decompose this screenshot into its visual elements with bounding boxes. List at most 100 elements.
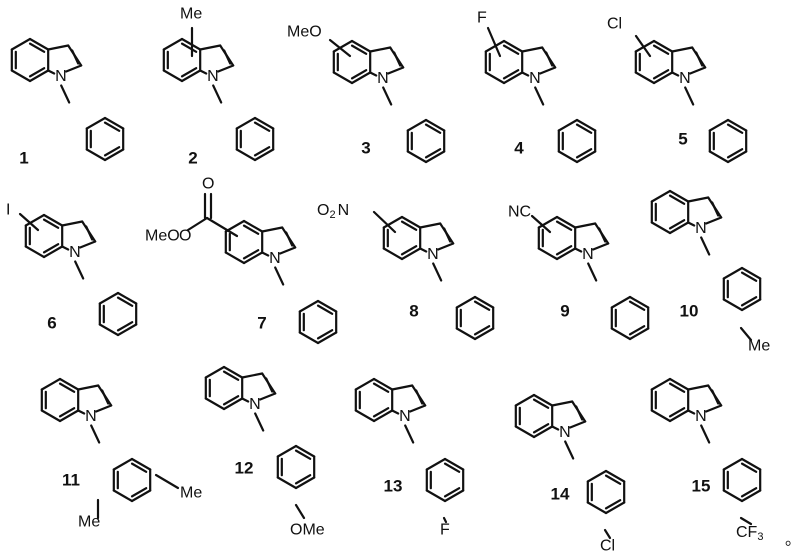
compound-number: 9: [560, 302, 569, 321]
benzene-bond: [40, 409, 62, 423]
pyrrole-bond: [592, 242, 610, 251]
nitrogen-label: N: [85, 408, 97, 425]
compound-14: N Cl 14: [514, 393, 626, 552]
benzene-double-bond: [28, 42, 46, 53]
phenyl-bond: [557, 118, 579, 132]
phenyl-bond: [112, 489, 134, 503]
indole-core: N: [650, 377, 723, 444]
benzene-double-bond: [222, 370, 240, 381]
phenyl-bond: [740, 298, 762, 312]
ester-o-bond: [186, 216, 209, 232]
chloro-bond: [634, 34, 652, 58]
benzene-bond: [242, 251, 264, 265]
nitrogen-label: N: [399, 408, 411, 425]
phenyl-double-bond: [130, 462, 148, 473]
pyrrole-double-bond: [598, 227, 607, 243]
trailing-mark: 。: [785, 532, 800, 549]
compound-number: 11: [62, 471, 80, 490]
phenyl-bond: [98, 323, 120, 337]
n-aryl-ring: [425, 457, 465, 503]
indole-core: N: [204, 365, 277, 432]
n-aryl-bond: [74, 260, 85, 280]
pyrrole-double-bond: [695, 51, 704, 67]
n-aryl-bond: [254, 412, 265, 432]
compound-7: N O O MeO 7: [145, 176, 338, 345]
substituent-label: Cl: [607, 16, 622, 33]
benzene-double-bond: [58, 407, 76, 418]
phenyl-double-bond: [740, 271, 758, 282]
compound-3: N MeO 3: [287, 24, 446, 164]
phenyl-bond: [316, 331, 338, 345]
phenyl-bond: [604, 469, 626, 483]
pyrrole-double-bond: [101, 389, 110, 405]
phenyl-bond: [116, 323, 138, 337]
n-aryl-bond: [274, 266, 285, 286]
benzene-bond: [222, 365, 244, 379]
benzene-bond: [28, 69, 50, 83]
phenyl-bond: [740, 489, 762, 503]
benzene-double-bond: [350, 44, 368, 55]
phenyl-double-bond: [103, 121, 121, 132]
compound-number: 1: [19, 149, 28, 168]
pyrrole-double-bond: [85, 225, 94, 241]
compound-number: 2: [188, 149, 197, 168]
methyl-bond: [739, 326, 753, 342]
pyrrole-bond: [539, 66, 557, 75]
ester-bond: [205, 216, 239, 238]
indole-core: N: [634, 39, 707, 106]
phenyl-bond: [610, 295, 632, 309]
phenyl-double-bond: [253, 121, 271, 132]
pyrrole-bond: [217, 64, 235, 73]
ester-o: O: [179, 228, 191, 245]
benzene-bond: [532, 393, 554, 407]
pyrrole-bond: [77, 384, 100, 391]
phenyl-bond: [586, 501, 608, 515]
benzene-bond: [58, 377, 80, 391]
phenyl-bond: [722, 298, 744, 312]
phenyl-bond: [85, 116, 107, 130]
n-aryl-bond: [382, 86, 393, 106]
benzene-bond: [162, 69, 184, 83]
nitro-n: N: [338, 202, 350, 219]
benzene-double-bond: [502, 44, 520, 55]
phenyl-double-bond: [424, 123, 442, 134]
phenyl-bond: [722, 266, 744, 280]
benzene-bond: [650, 189, 672, 203]
pyrrole-bond: [199, 44, 222, 51]
phenyl-bond: [740, 266, 762, 280]
compound-12: N OMe 12: [204, 365, 325, 539]
nitrogen-label: N: [55, 68, 67, 85]
aryl-substituent-b: Me: [180, 485, 202, 502]
phenyl-bond: [425, 457, 447, 471]
benzene-bond: [634, 39, 656, 53]
benzene-bond: [162, 37, 184, 51]
nitro-subscript: 2: [329, 209, 335, 221]
n-phenyl-ring: [85, 116, 125, 162]
phenyl-double-bond: [316, 304, 334, 315]
phenyl-bond: [130, 489, 152, 503]
benzene-bond: [382, 215, 404, 229]
pyrrole-bond: [77, 409, 86, 415]
phenyl-bond: [253, 116, 275, 130]
n-aryl-bond: [90, 424, 101, 444]
indole-core: N: [224, 219, 297, 286]
phenyl-bond: [425, 489, 447, 503]
fluoro-bond: [442, 516, 448, 524]
compound-number: 3: [361, 139, 370, 158]
pyrrole-bond: [61, 220, 84, 227]
indole-core: N: [650, 189, 723, 256]
cf-label: CF: [736, 524, 758, 541]
benzene-double-bond: [652, 44, 670, 55]
phenyl-bond: [116, 291, 138, 305]
nitrogen-label: N: [377, 70, 389, 87]
compound-11: N Me Me 11: [40, 377, 202, 531]
compound-15: N CF3 15: [650, 377, 763, 543]
n-aryl-bond: [564, 440, 575, 460]
benzene-bond: [502, 71, 524, 85]
benzene-double-bond: [532, 398, 550, 409]
phenyl-bond: [610, 327, 632, 341]
phenyl-bond: [473, 327, 495, 341]
indole-core: N: [24, 213, 97, 280]
phenyl-bond: [103, 148, 125, 162]
